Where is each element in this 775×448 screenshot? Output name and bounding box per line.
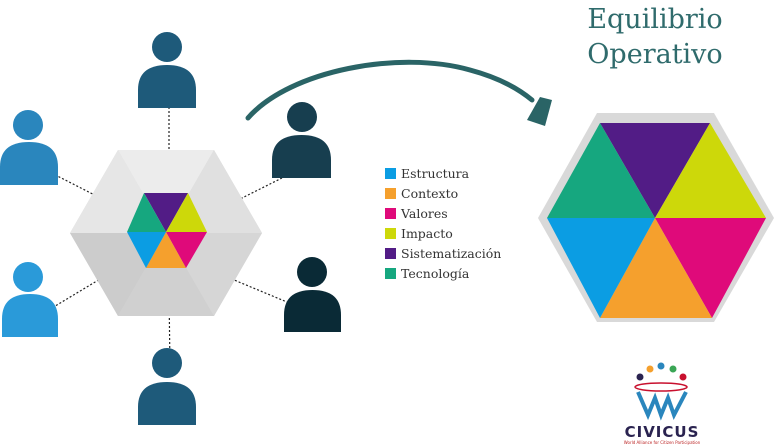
curved-arrow — [245, 59, 552, 126]
legend-item: Impacto — [385, 223, 501, 243]
triangle-tecnología — [547, 123, 655, 218]
legend-swatch — [385, 187, 396, 199]
logo-tagline: World Alliance for Citizen Participation — [623, 440, 701, 445]
triangle-impacto — [166, 193, 207, 232]
title-line-2: Operativo — [587, 39, 723, 70]
legend-label: Contexto — [401, 185, 459, 201]
legend-label: Valores — [401, 205, 448, 221]
legend-item: Contexto — [385, 183, 501, 203]
triangle-contexto — [600, 218, 712, 318]
legend-label: Sistematización — [401, 245, 502, 261]
legend-label: Estructura — [401, 165, 470, 181]
title-line-1: Equilibrio — [587, 4, 723, 35]
legend-label: Impacto — [401, 225, 453, 241]
triangle-estructura — [127, 232, 166, 268]
person-icon — [138, 348, 196, 425]
logo-name: CIVICUS — [624, 423, 700, 441]
small-colored-hexagon — [127, 193, 207, 268]
triangle-valores — [655, 218, 766, 318]
legend-item: Sistematización — [385, 243, 501, 263]
person-icon — [0, 110, 58, 185]
triangle-tecnología — [127, 193, 166, 232]
triangle-contexto — [146, 232, 186, 268]
triangle-sistematización — [144, 193, 188, 232]
triangle-estructura — [547, 218, 655, 318]
triangle-impacto — [655, 123, 766, 218]
equilibrium-hexagon — [538, 113, 774, 322]
legend-item: Estructura — [385, 163, 501, 183]
triangle-valores — [166, 232, 207, 268]
person-icon — [272, 102, 331, 178]
legend-swatch — [385, 267, 396, 279]
triangle-sistematización — [600, 123, 710, 218]
legend-swatch — [385, 247, 396, 259]
person-icon — [2, 262, 58, 337]
legend-swatch — [385, 167, 396, 179]
legend-swatch — [385, 227, 396, 239]
legend-label: Tecnología — [401, 265, 470, 281]
person-icon — [284, 257, 341, 332]
legend-item: Valores — [385, 203, 501, 223]
legend-swatch — [385, 207, 396, 219]
civicus-logo: CIVICUS World Alliance for Citizen Parti… — [612, 425, 712, 446]
legend: Estructura Contexto Valores Impacto Sist… — [385, 163, 501, 283]
diagram-title: Equilibrio Operativo — [560, 2, 750, 72]
legend-item: Tecnología — [385, 263, 501, 283]
person-icon — [138, 32, 196, 108]
